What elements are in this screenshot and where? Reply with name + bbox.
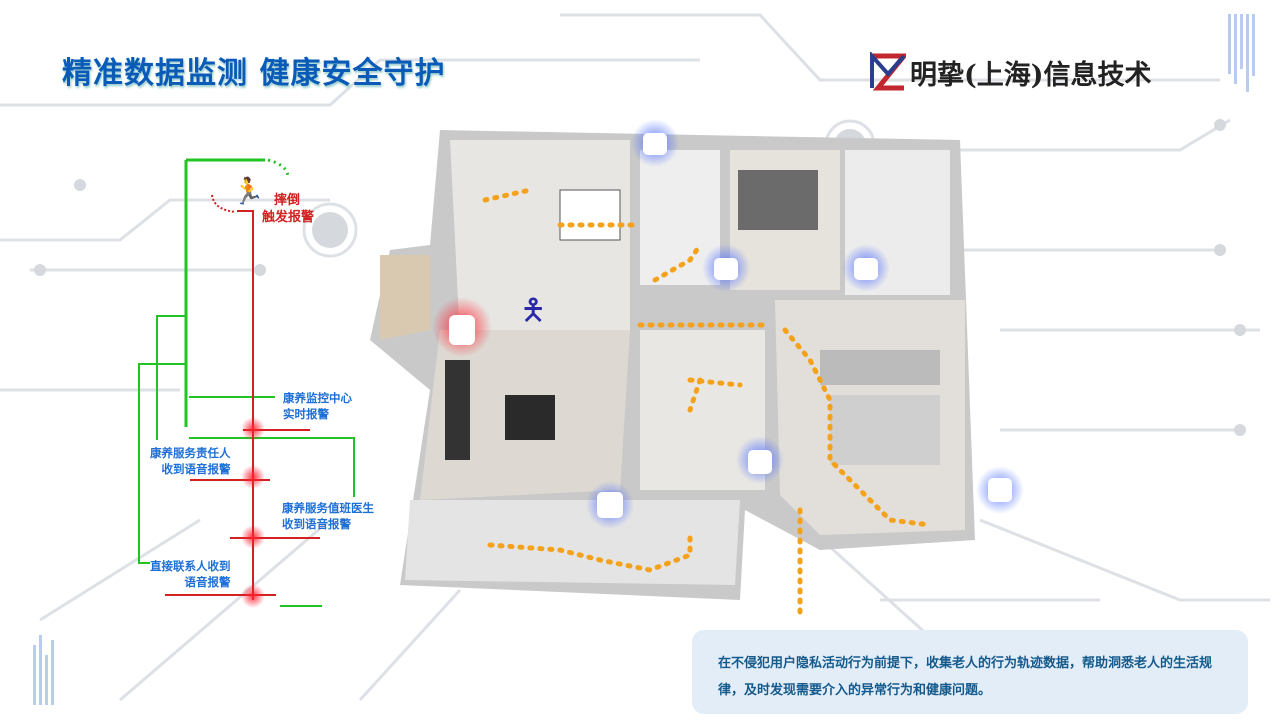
doctor-label: 康养服务值班医生收到语音报警 — [282, 501, 374, 531]
logo-icon — [870, 52, 906, 91]
responsible-person-label: 康养服务责任人收到语音报警 — [150, 446, 231, 476]
fallen-person-icon: 🯅 — [520, 293, 546, 328]
sensors — [432, 119, 1024, 529]
green-alert-lines — [138, 158, 355, 607]
decor-bars — [33, 14, 1255, 705]
fall-alert-label: 摔倒触发报警 — [262, 193, 315, 225]
contact-person-label: 直接联系人收到语音报警 — [150, 559, 231, 589]
fall-person-icon: 🏃 — [232, 176, 264, 207]
description-text: 在不侵犯用户隐私活动行为前提下，收集老人的行为轨迹数据，帮助洞悉老人的生活规律，… — [718, 656, 1213, 698]
company-logo: 明挚(上海)信息技术 — [870, 52, 1152, 92]
trajectory-path — [482, 187, 933, 623]
floor-plan — [370, 130, 975, 600]
page-title: 精准数据监测 健康安全守护 — [62, 56, 446, 91]
logo-text: 明挚(上海)信息技术 — [910, 59, 1152, 91]
description-box: 在不侵犯用户隐私活动行为前提下，收集老人的行为轨迹数据，帮助洞悉老人的生活规律，… — [692, 630, 1248, 714]
monitor-center-label: 康养监控中心实时报警 — [283, 391, 352, 421]
